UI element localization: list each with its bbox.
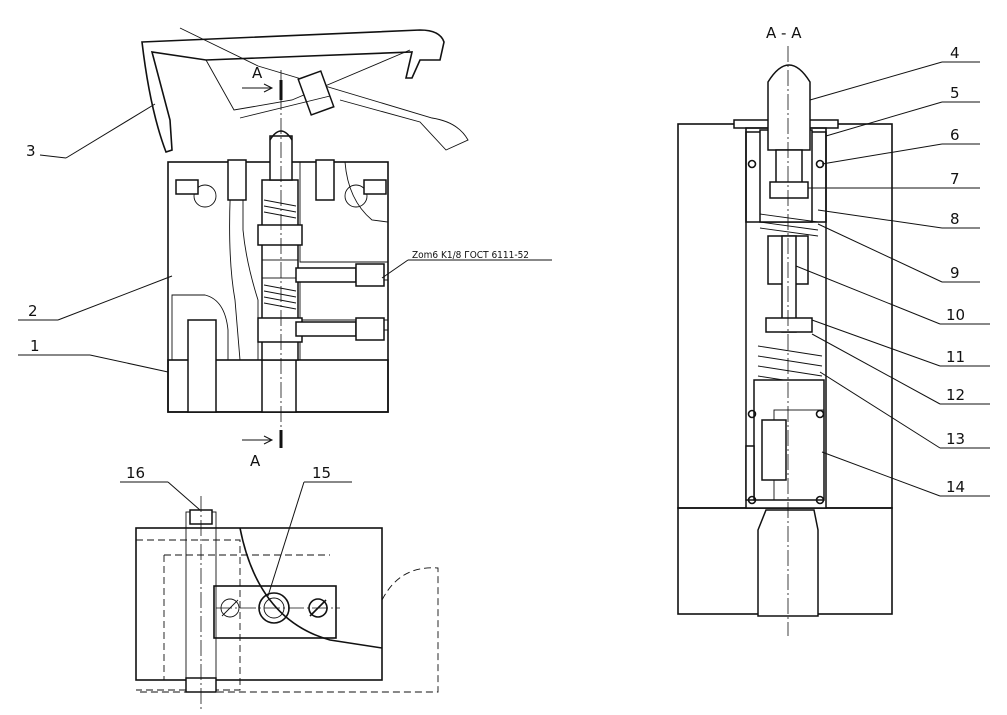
front-view-callouts: 3 2 1 — [18, 103, 173, 373]
body-pocket — [171, 294, 229, 361]
callout-12: 12 — [946, 386, 965, 404]
callout-16: 16 — [126, 464, 145, 482]
callout-3: 3 — [26, 142, 36, 160]
callout-13: 13 — [946, 430, 965, 448]
plan-body-outline — [135, 527, 383, 681]
callout-9: 9 — [950, 264, 960, 282]
plan-view-callouts: 16 15 — [120, 464, 352, 597]
screw-right — [315, 159, 335, 201]
callout-11: 11 — [946, 348, 965, 366]
callout-15: 15 — [312, 464, 331, 482]
thread-note: Zom6 K1/8 ГОСТ 6111-52 — [412, 250, 529, 261]
section-view-callouts: 4 5 6 7 8 9 10 11 12 13 14 — [795, 44, 990, 497]
callout-5: 5 — [950, 84, 960, 102]
body-section-hatch-right — [299, 161, 389, 263]
callout-10: 10 — [946, 306, 965, 324]
front-view: A A Zom6 K1/8 ГОСТ 6111-52 — [141, 27, 552, 470]
body-section-hatch — [229, 161, 259, 361]
outlet-port — [261, 359, 297, 413]
fitting-lower — [295, 321, 357, 337]
callout-6: 6 — [950, 126, 960, 144]
plate-15 — [213, 585, 337, 639]
callout-14: 14 — [946, 478, 965, 496]
spring-upper — [759, 213, 819, 237]
plunger-4 — [767, 64, 811, 151]
plan-view — [135, 496, 439, 712]
section-title: A - A — [766, 24, 802, 42]
section-view: A - A — [677, 24, 893, 636]
callout-1: 1 — [30, 337, 40, 355]
pedal-lever-3 — [141, 29, 445, 154]
section-mark-top: A — [252, 64, 263, 82]
callout-8: 8 — [950, 210, 960, 228]
callout-4: 4 — [950, 44, 960, 62]
fitting-upper — [295, 267, 357, 283]
bolt-left — [187, 319, 217, 413]
screw-left — [227, 159, 247, 201]
pedal-outline-hidden — [140, 567, 439, 693]
section-mark-bottom: A — [250, 452, 261, 470]
callout-2: 2 — [28, 302, 38, 320]
pedal-alt-position — [179, 27, 469, 151]
callout-7: 7 — [950, 170, 960, 188]
